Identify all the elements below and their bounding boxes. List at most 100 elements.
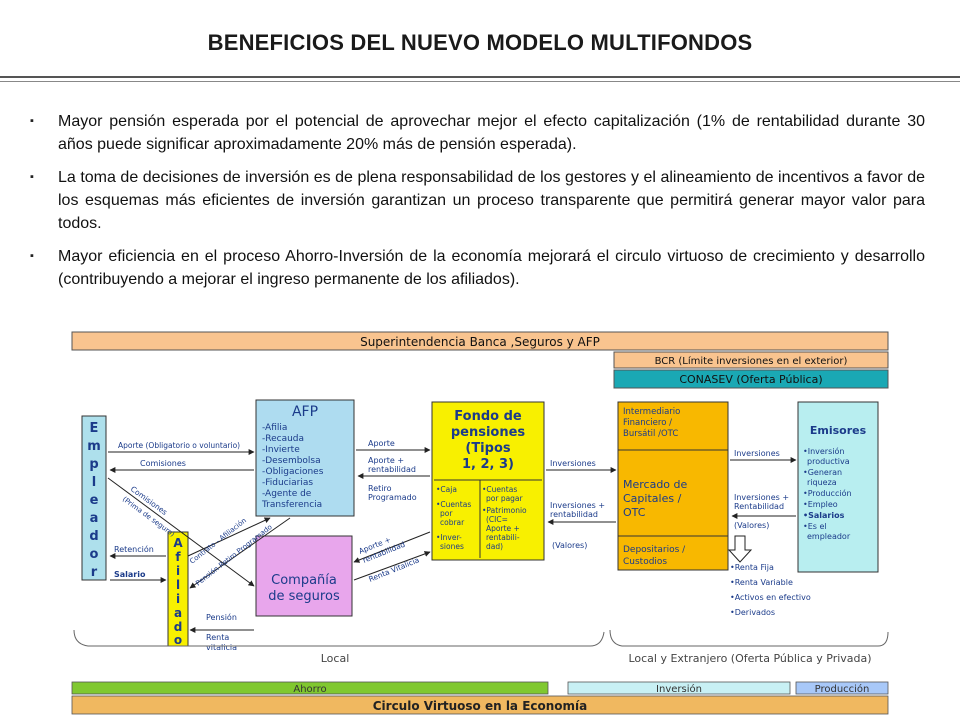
sbs-bar <box>71 331 889 351</box>
mercado-box <box>617 401 729 571</box>
label-inversiones-rent: Inversiones + rentabilidad <box>550 501 605 519</box>
emisores-item: •Empleo <box>803 500 838 509</box>
afiliado-letter: i <box>176 592 180 606</box>
title-rule <box>0 76 960 78</box>
fondo-title-line: pensiones <box>451 425 526 440</box>
afp-item: -Recauda <box>262 434 304 444</box>
instrument-item: •Activos en efectivo <box>730 593 811 602</box>
fondo-right-item: rentabili- <box>486 533 520 542</box>
emisores-box <box>797 401 879 573</box>
arrow-aporte-rent-diag <box>353 531 431 563</box>
pension-renta-line: Pensión <box>206 612 237 622</box>
label-inversiones: Inversiones <box>550 459 596 468</box>
emisores-item: productiva <box>807 457 850 466</box>
intermediario-line: Intermediario <box>623 407 680 417</box>
afp-items: -Afilia -Recauda -Invierte -Desembolsa -… <box>261 423 324 510</box>
afiliado-letter: l <box>176 578 180 592</box>
empleador-letters: E m p l e a d o r <box>87 421 101 580</box>
empleador-letter: p <box>89 457 98 472</box>
ahorro-band <box>71 681 549 695</box>
afiliado-letter: A <box>173 536 183 550</box>
circulo-label: Circulo Virtuoso en la Economía <box>373 699 588 713</box>
produccion-band <box>795 681 889 695</box>
mercado-line: Mercado de <box>623 478 688 491</box>
emisores-item: •Generan <box>803 468 842 477</box>
afp-item: -Agente de <box>262 489 312 499</box>
fondo-title-line: Fondo de <box>454 409 522 424</box>
fondo-left-items: •Caja •Cuentas por cobrar •Inver- siones <box>436 485 471 551</box>
fondo-left-item: siones <box>440 542 464 551</box>
fondo-box <box>431 401 545 561</box>
emisores-item: •Es el <box>803 522 827 531</box>
depositarios-text: Depositarios / Custodios <box>623 545 686 567</box>
emisores-item: •Salarios <box>803 511 845 520</box>
fondo-left-item: por <box>440 509 453 518</box>
emisores-item: •Producción <box>803 488 852 498</box>
pension-renta-line: Renta <box>206 633 229 642</box>
instrument-list: •Renta Fija •Renta Variable •Activos en … <box>730 563 811 617</box>
pension-renta-line: vitalicia <box>206 643 237 652</box>
label-comisiones: Comisiones <box>140 459 186 468</box>
mercado-text: Mercado de Capitales / OTC <box>623 478 688 519</box>
label-aporte-rent: Aporte + rentabilidad <box>368 456 416 474</box>
fondo-left-item: •Caja <box>436 485 457 494</box>
bullet-item: ▪Mayor pensión esperada por el potencial… <box>30 110 925 156</box>
inversiones-rent2-line: Rentabilidad <box>734 502 784 511</box>
fondo-right-item: por pagar <box>486 494 524 503</box>
afp-item: -Afilia <box>262 423 287 433</box>
retiro-line: Retiro <box>368 484 392 493</box>
bullet-item: ▪La toma de decisiones de inversión es d… <box>30 166 925 235</box>
label-inversiones2: Inversiones <box>734 449 780 458</box>
instrument-item: •Renta Fija <box>730 563 774 572</box>
retiro-line: Programado <box>368 493 417 502</box>
afiliado-letter: d <box>174 620 183 634</box>
sbs-label: Superintendencia Banca ,Seguros y AFP <box>360 335 600 349</box>
ahorro-label: Ahorro <box>293 684 326 695</box>
bcr-bar <box>613 351 889 369</box>
fondo-left-item: •Inver- <box>436 533 462 542</box>
label-pension-renta: Pensión Renta vitalicia <box>206 612 237 652</box>
empleador-letter: m <box>87 439 101 454</box>
bullet-item: ▪Mayor eficiencia en el proceso Ahorro-I… <box>30 245 925 291</box>
label-valores2: (Valores) <box>734 521 769 530</box>
down-arrow-icon <box>727 535 753 563</box>
label-aporte-rent-diag: Aporte + rentabilidad <box>357 535 406 565</box>
conasev-label: CONASEV (Oferta Pública) <box>679 373 822 386</box>
emisores-item: •Inversión <box>803 446 844 456</box>
aporte-rent-line: Aporte + <box>368 456 404 465</box>
bcr-label: BCR (Límite inversiones en el exterior) <box>655 355 848 367</box>
aporte-rent-line: rentabilidad <box>368 465 416 474</box>
bullet-marker-icon: ▪ <box>30 250 34 262</box>
afp-box <box>255 399 355 517</box>
inversion-label: Inversión <box>656 683 702 695</box>
afiliado-letter: o <box>174 633 182 647</box>
compania-box <box>255 535 353 617</box>
arrow-pension-retiro <box>189 517 291 589</box>
fondo-right-item: •Cuentas <box>482 485 517 494</box>
afiliado-letter: i <box>176 564 180 578</box>
arrow-comisiones-prima <box>107 477 255 587</box>
empleador-letter: l <box>92 475 96 490</box>
afp-title: AFP <box>292 404 318 420</box>
fondo-left-item: •Cuentas <box>436 500 471 509</box>
fondo-title-line: (Tipos <box>465 441 511 456</box>
fondo-right-items: •Cuentas por pagar •Patrimonio (CIC= Apo… <box>482 485 527 551</box>
bullet-list: ▪Mayor pensión esperada por el potencial… <box>30 110 925 301</box>
afp-item: -Fiduciarias <box>262 478 313 488</box>
instrument-item: •Renta Variable <box>730 578 793 587</box>
arrow-contrato <box>187 517 271 557</box>
intermediario-line: Bursátil /OTC <box>623 429 678 439</box>
mercado-line: Capitales / <box>623 492 682 505</box>
local-bracket <box>73 629 605 647</box>
local-label: Local <box>321 652 350 665</box>
fondo-title-line: 1, 2, 3) <box>462 457 514 472</box>
fondo-right-item: (CIC= <box>486 515 508 524</box>
afp-item: -Obligaciones <box>262 467 324 477</box>
label-salario: Salario <box>114 570 146 579</box>
mercado-line: OTC <box>623 506 646 519</box>
label-aporte-oblig: Aporte (Obligatorio o voluntario) <box>118 441 240 450</box>
emisores-item: empleador <box>807 532 851 541</box>
pension-flow-diagram: Superintendencia Banca ,Seguros y AFP BC… <box>71 331 889 715</box>
compania-line: de seguros <box>268 589 340 604</box>
empleador-letter: e <box>90 493 99 508</box>
